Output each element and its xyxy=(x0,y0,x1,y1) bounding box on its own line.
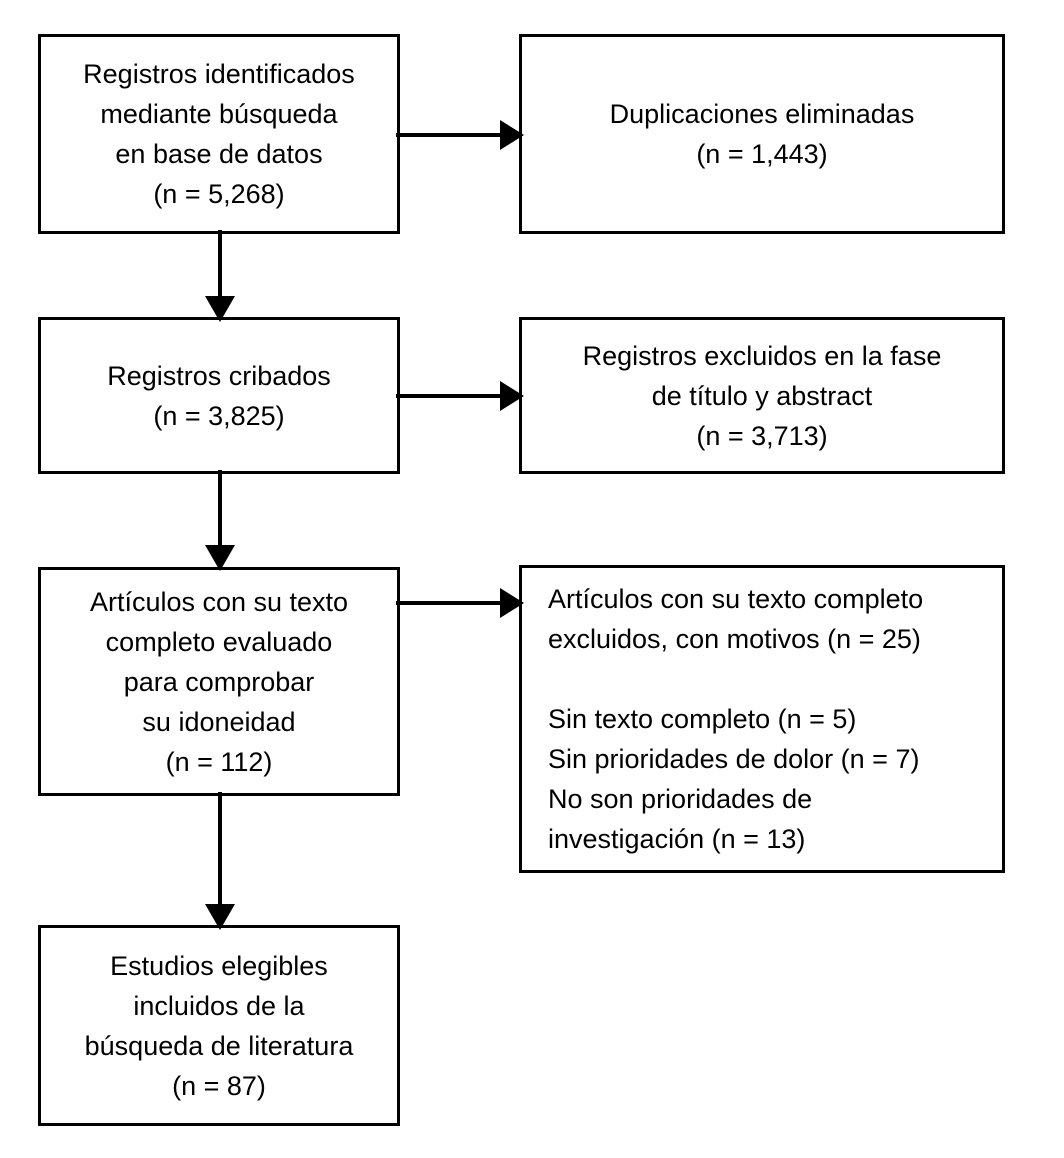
box-records-screened-text: Registros cribados (n = 3,825) xyxy=(107,360,331,431)
box-duplicates-removed-text: Duplicaciones eliminadas (n = 1,443) xyxy=(609,99,915,169)
arrow-screened-to-excluded-title-abstract xyxy=(396,375,524,417)
box-fulltext-assessed: Artículos con su texto completo evaluado… xyxy=(38,567,400,796)
box-fulltext-excluded-with-reasons-text: Artículos con su texto completo excluido… xyxy=(548,584,924,854)
box-duplicates-removed: Duplicaciones eliminadas (n = 1,443) xyxy=(519,34,1005,234)
box-studies-included-text: Estudios elegibles incluidos de la búsqu… xyxy=(84,950,354,1101)
arrow-fulltext-to-included xyxy=(198,792,242,930)
arrow-fulltext-to-excluded-fulltext xyxy=(396,582,524,624)
arrow-identification-to-screened xyxy=(198,230,242,322)
box-fulltext-excluded-with-reasons: Artículos con su texto completo excluido… xyxy=(519,565,1005,873)
arrow-identification-to-duplicates xyxy=(396,114,524,156)
box-records-excluded-title-abstract: Registros excluidos en la fase de título… xyxy=(519,317,1005,474)
box-records-screened: Registros cribados (n = 3,825) xyxy=(38,317,400,474)
box-records-identified-text: Registros identificados mediante búsqued… xyxy=(83,59,355,209)
box-studies-included: Estudios elegibles incluidos de la búsqu… xyxy=(38,925,400,1126)
box-fulltext-assessed-text: Artículos con su texto completo evaluado… xyxy=(89,586,349,777)
box-records-excluded-title-abstract-text: Registros excluidos en la fase de título… xyxy=(582,340,942,451)
arrow-screened-to-fulltext xyxy=(198,470,242,571)
box-records-identified: Registros identificados mediante búsqued… xyxy=(38,34,400,234)
